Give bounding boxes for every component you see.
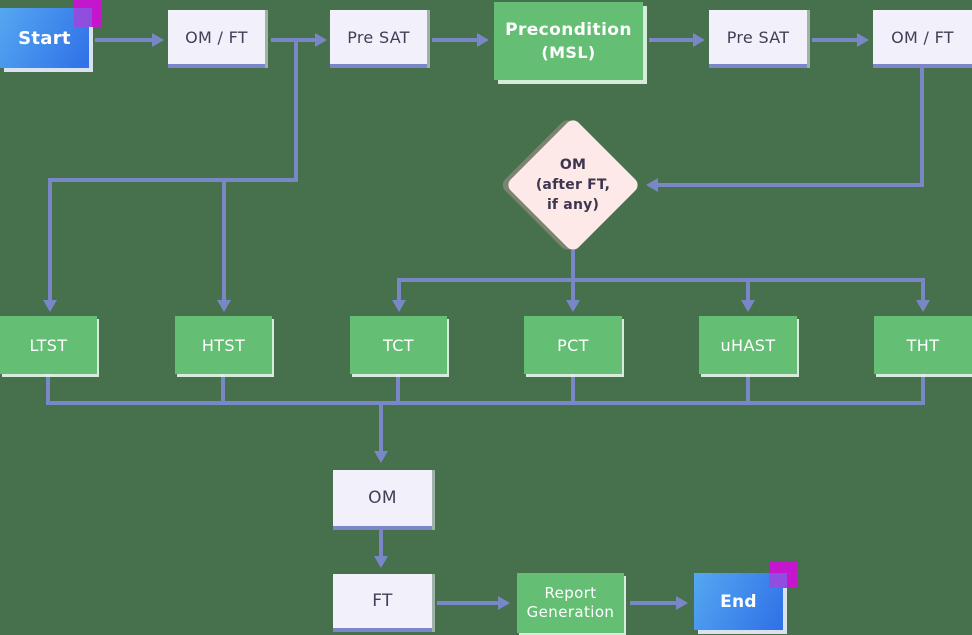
- connector-line: [46, 401, 925, 405]
- report-generation-node: Report Generation: [517, 573, 624, 633]
- connector-line: [630, 601, 676, 605]
- start-label: Start: [18, 27, 71, 49]
- arrowhead: [693, 33, 705, 47]
- connector-line: [921, 374, 925, 405]
- arrowhead: [374, 451, 388, 463]
- precondition-label-line1: Precondition: [505, 19, 632, 40]
- arrowhead: [676, 596, 688, 610]
- arrowhead: [374, 556, 388, 568]
- om-node-bottom: OM: [333, 470, 432, 530]
- arrowhead: [741, 300, 755, 312]
- htst-node: HTST: [175, 316, 272, 374]
- om-decision-diamond: OM (after FT, if any): [505, 117, 641, 253]
- om-ft-node-top-right: OM / FT: [873, 10, 972, 68]
- arrowhead: [498, 596, 510, 610]
- connector-line: [221, 374, 225, 405]
- pre-sat-label: Pre SAT: [347, 27, 410, 47]
- pre-sat-node-left: Pre SAT: [330, 10, 427, 68]
- pct-node: PCT: [524, 316, 622, 374]
- arrowhead: [857, 33, 869, 47]
- uhast-node: uHAST: [699, 316, 797, 374]
- connector-line: [222, 178, 226, 302]
- connector-line: [379, 405, 383, 451]
- connector-line: [571, 374, 575, 405]
- ft-label: FT: [372, 591, 393, 611]
- tct-node: TCT: [350, 316, 447, 374]
- connector-line: [48, 178, 52, 302]
- tht-node: THT: [874, 316, 972, 374]
- diamond-label-line2: (after FT,: [535, 176, 611, 193]
- connector-line: [571, 282, 575, 302]
- connector-line: [812, 38, 857, 42]
- om-ft-node-top-left: OM / FT: [168, 10, 265, 68]
- connector-line: [437, 601, 498, 605]
- diamond-label: OM (after FT, if any): [506, 118, 640, 252]
- connector-line: [95, 38, 152, 42]
- connector-line: [921, 278, 925, 302]
- diamond-label-line3: if any): [546, 197, 600, 214]
- connector-line: [649, 38, 693, 42]
- arrowhead: [315, 33, 327, 47]
- connector-line: [746, 374, 750, 405]
- connector-line: [271, 38, 315, 42]
- arrowhead: [152, 33, 164, 47]
- report-generation-label: Report Generation: [526, 583, 615, 622]
- connector-line: [658, 183, 924, 187]
- om-ft-label: OM / FT: [891, 27, 954, 47]
- precondition-label-line2: (MSL): [541, 42, 596, 62]
- overlay-square-decoration: [74, 8, 92, 27]
- connector-line: [746, 282, 750, 302]
- overlay-square-decoration: [769, 573, 787, 588]
- connector-line: [397, 278, 401, 302]
- ft-node-bottom: FT: [333, 574, 432, 632]
- connector-line: [397, 278, 925, 282]
- arrowhead: [43, 300, 57, 312]
- tht-label: THT: [906, 335, 940, 355]
- end-node: End: [694, 573, 783, 630]
- arrowhead: [646, 178, 658, 192]
- diamond-label-line1: OM: [559, 156, 587, 173]
- connector-line: [396, 374, 400, 405]
- tct-label: TCT: [383, 335, 414, 355]
- end-label: End: [720, 591, 757, 612]
- arrowhead: [477, 33, 489, 47]
- connector-line: [432, 38, 477, 42]
- arrowhead: [217, 300, 231, 312]
- htst-label: HTST: [201, 335, 246, 355]
- om-ft-label: OM / FT: [185, 27, 248, 47]
- om-label: OM: [368, 488, 397, 508]
- uhast-label: uHAST: [720, 335, 776, 355]
- ltst-node: LTST: [0, 316, 97, 374]
- pre-sat-label: Pre SAT: [726, 27, 790, 47]
- connector-line: [571, 250, 575, 282]
- connector-line: [294, 38, 298, 182]
- connector-line: [46, 374, 50, 405]
- ltst-label: LTST: [29, 335, 68, 355]
- pre-sat-node-right: Pre SAT: [709, 10, 807, 68]
- connector-line: [920, 68, 924, 187]
- precondition-msl-node: Precondition (MSL): [494, 2, 643, 80]
- arrowhead: [392, 300, 406, 312]
- connector-line: [379, 530, 383, 558]
- connector-line: [48, 178, 298, 182]
- arrowhead: [916, 300, 930, 312]
- pct-label: PCT: [557, 335, 589, 355]
- arrowhead: [566, 300, 580, 312]
